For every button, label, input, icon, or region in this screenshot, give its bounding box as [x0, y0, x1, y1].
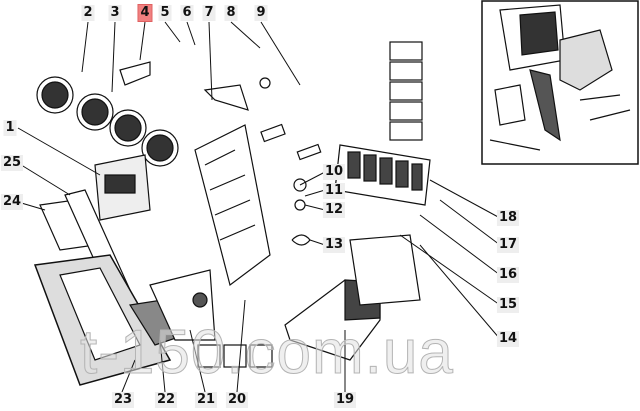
callout-11: 11 — [322, 183, 346, 199]
inset-cab-view — [481, 0, 639, 165]
callout-25: 25 — [0, 155, 24, 171]
callout-15: 15 — [496, 297, 520, 313]
callout-14: 14 — [496, 331, 520, 347]
central-panel — [94, 124, 271, 287]
callout-22: 22 — [154, 392, 178, 408]
switch-block — [334, 144, 431, 206]
callout-16: 16 — [496, 267, 520, 283]
callout-10: 10 — [322, 164, 346, 180]
callout-24: 24 — [0, 194, 24, 210]
watermark: t-150.com.ua — [80, 318, 454, 388]
left-frames — [33, 189, 216, 386]
callout-12: 12 — [322, 202, 346, 218]
callout-5: 5 — [158, 5, 172, 21]
gauges — [36, 76, 179, 167]
callout-7: 7 — [202, 5, 216, 21]
fuse-blocks — [197, 234, 421, 368]
callout-17: 17 — [496, 237, 520, 253]
callout-4-highlighted[interactable]: 4 — [137, 4, 153, 22]
callout-19: 19 — [333, 392, 357, 408]
callout-13: 13 — [322, 237, 346, 253]
callout-3: 3 — [108, 5, 122, 21]
callout-8: 8 — [224, 5, 238, 21]
callout-6: 6 — [180, 5, 194, 21]
callout-20: 20 — [225, 392, 249, 408]
leader-lines — [17, 21, 501, 393]
relays — [389, 41, 423, 141]
callout-23: 23 — [111, 392, 135, 408]
callout-1: 1 — [3, 120, 17, 136]
callout-2: 2 — [81, 5, 95, 21]
callout-18: 18 — [496, 210, 520, 226]
callout-9: 9 — [254, 5, 268, 21]
callout-21: 21 — [194, 392, 218, 408]
